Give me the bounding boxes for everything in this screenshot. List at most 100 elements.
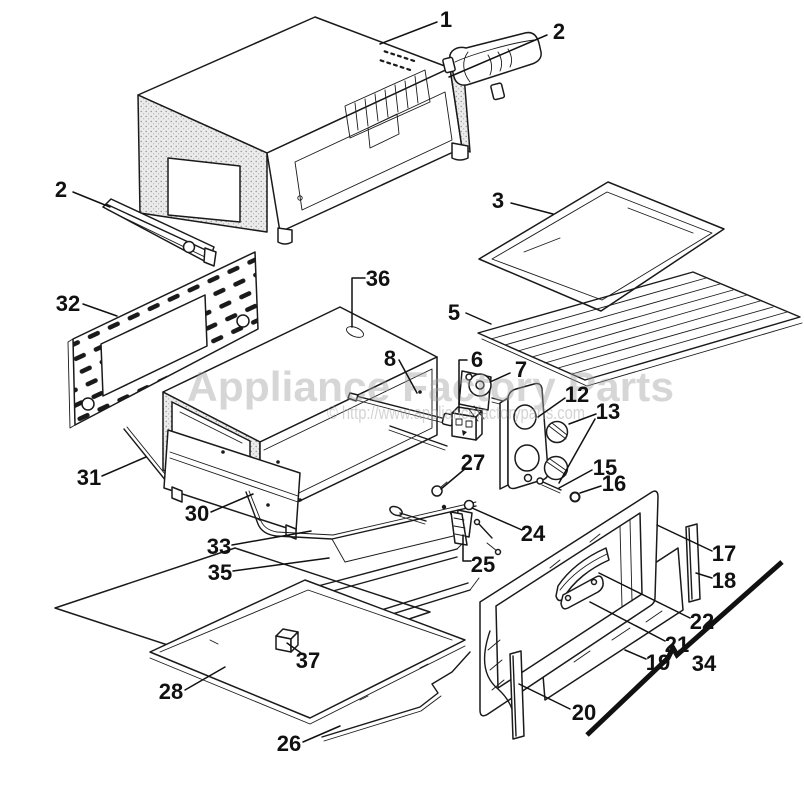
- support-rod: [389, 504, 455, 525]
- callout-base-plate: 28: [159, 679, 183, 704]
- tray-reflection: [627, 207, 694, 234]
- leader-control-knobs: [568, 413, 597, 425]
- panel-hole-top: [513, 404, 537, 430]
- trim-left-endcap: [203, 247, 217, 267]
- rear-panel-hole-right: [236, 314, 250, 328]
- handle-body: [555, 547, 610, 602]
- base-plate-face: [149, 579, 466, 719]
- leader-control-trim-top: [448, 34, 548, 78]
- trim-top-tab-left: [442, 56, 456, 74]
- leader-oven-chamber: [351, 277, 366, 328]
- leader-hinge-pin: [558, 469, 593, 489]
- trim-left-hole: [182, 240, 196, 254]
- cover-left-cutout: [167, 157, 241, 223]
- callout-hinge-lever: 25: [471, 552, 495, 577]
- callout-control-panel: 12: [565, 382, 589, 407]
- part-control-knobs: [543, 420, 569, 481]
- part-top-cover: [137, 16, 471, 245]
- callout-handle-bracket: 21: [665, 632, 689, 657]
- leader-control-trim-left: [72, 191, 111, 208]
- callout-rear-panel: 32: [56, 291, 80, 316]
- callout-ball-stud: 27: [461, 450, 485, 475]
- leader-door-glass: [624, 649, 647, 660]
- leader-wire-clip: [302, 725, 341, 743]
- rear-panel-window: [100, 294, 208, 397]
- hinge-ball: [463, 499, 475, 511]
- leader-lower-element: [232, 557, 330, 572]
- cover-vent-dashes-row1: [383, 50, 416, 63]
- rear-panel-edge: [67, 338, 76, 429]
- callout-control-trim-top: 2: [553, 19, 565, 44]
- leader-heating-element-rod: [398, 359, 418, 394]
- rack-outline: [477, 271, 801, 381]
- part-door-side-strip: [685, 523, 701, 603]
- leader-retaining-ring: [579, 485, 602, 494]
- front-panel-foot-left: [171, 486, 183, 503]
- leader-top-cover: [379, 21, 438, 45]
- part-retaining-ring: [569, 491, 581, 503]
- leader-thermostat-switch: [458, 359, 468, 413]
- panel-hole-bottom: [514, 444, 540, 472]
- leader-wire-rack: [465, 312, 492, 325]
- tray-reflection2: [523, 237, 561, 253]
- part-wire-rack: [477, 271, 803, 387]
- door-assembly: [479, 490, 784, 740]
- leader-door-side-strip: [695, 572, 713, 579]
- part-wire-frame: [245, 490, 477, 563]
- callout-foot-block: 37: [296, 648, 320, 673]
- part-door-left-strip: [483, 630, 525, 740]
- callout-timer-motor: 7: [515, 357, 527, 382]
- callout-door-glass: 19: [646, 650, 670, 675]
- leader-foot-block: [286, 642, 302, 654]
- cover-foot-right: [451, 142, 469, 161]
- callout-heating-element-rod: 8: [384, 346, 396, 371]
- callout-thermostat-switch: 6: [471, 347, 483, 372]
- callout-baking-tray: 3: [492, 188, 504, 213]
- switch-front: [451, 412, 477, 441]
- tray-inner: [491, 191, 713, 301]
- leader-handle-bracket: [589, 601, 666, 642]
- part-base-plate: [149, 579, 466, 725]
- callout-door-handle: 22: [690, 609, 714, 634]
- motor-hub: [475, 380, 485, 390]
- leader-baking-tray: [510, 202, 554, 215]
- door-hook-wire: [483, 630, 513, 710]
- ball: [431, 485, 443, 497]
- callout-trim-corner: 34: [692, 651, 717, 676]
- pin-head: [536, 477, 544, 485]
- leader-ball-stud: [440, 467, 467, 490]
- callout-wire-frame: 33: [207, 534, 231, 559]
- callout-hinge-assembly: 24: [521, 521, 546, 546]
- leader-door-handle: [598, 572, 691, 619]
- callout-door-left-strip: 20: [572, 700, 596, 725]
- callout-door-frame: 17: [712, 541, 736, 566]
- callout-oven-chamber: 36: [366, 266, 390, 291]
- callout-hinge-pin: 15: [593, 455, 617, 480]
- side-strip: [685, 523, 701, 603]
- callout-control-knobs: 13: [596, 399, 620, 424]
- part-trim-corner: [585, 560, 784, 737]
- leader-hinge-lever: [462, 534, 472, 562]
- callout-front-panel: 30: [185, 501, 209, 526]
- leader-support-rod-long: [101, 456, 147, 477]
- panel-hole-small: [523, 473, 533, 483]
- tray-outer: [478, 181, 725, 312]
- part-control-trim-top: [442, 31, 542, 101]
- part-baking-tray: [478, 181, 725, 312]
- leader-rear-panel: [82, 303, 118, 317]
- callout-lower-element: 35: [208, 560, 232, 585]
- callout-retaining-ring: 16: [602, 471, 626, 496]
- callout-top-cover: 1: [440, 7, 452, 32]
- watermark-title: Appliance Factory Parts: [187, 363, 674, 410]
- wire-frame-a: [245, 491, 477, 540]
- left-strip: [509, 650, 525, 740]
- element-rod-lower: [389, 425, 448, 447]
- callout-support-rod-long: 31: [77, 465, 101, 490]
- leader-front-panel: [210, 493, 254, 513]
- callout-wire-rack: 5: [448, 300, 460, 325]
- element-rod-top: [355, 395, 447, 420]
- watermark: Appliance Factory Parts © http://www.app…: [187, 363, 674, 423]
